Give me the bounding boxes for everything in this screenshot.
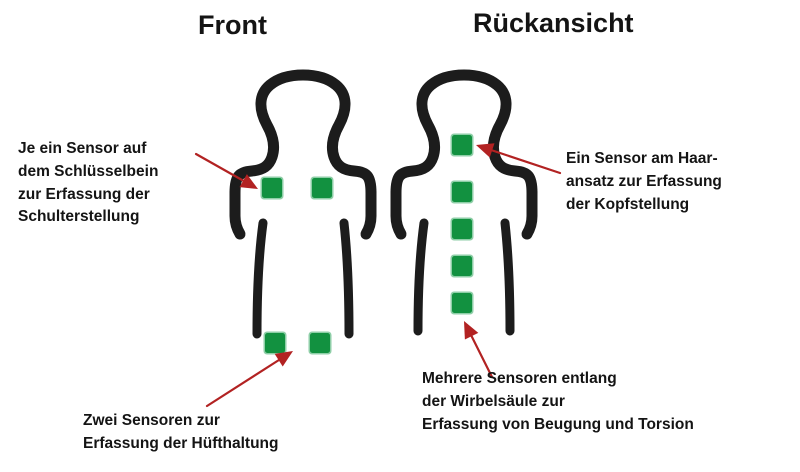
- front-view-title: Front: [198, 10, 267, 40]
- arrow-spine-shaft: [468, 331, 494, 379]
- arrow-spine: [464, 321, 494, 379]
- sensor-hairline: [452, 135, 472, 155]
- callout-head-sensor: Ein Sensor am Haar- ansatz zur Erfassung…: [566, 150, 722, 213]
- back-right-arm: [521, 187, 538, 240]
- sensor-spine-4: [452, 293, 472, 313]
- callout-spine-sensors: Mehrere Sensoren entlang der Wirbelsäule…: [422, 370, 694, 433]
- arrow-shoulder: [194, 152, 258, 189]
- arrow-head: [476, 143, 562, 175]
- arrow-head-head: [476, 143, 495, 158]
- front-figure: [229, 69, 377, 339]
- callout-hip-sensors: Zwei Sensoren zur Erfassung der Hüfthalt…: [83, 412, 279, 452]
- back-head-neck-shoulder-outline: [390, 69, 538, 199]
- arrow-shoulder-shaft: [194, 152, 248, 184]
- front-left-torso-leg: [252, 218, 268, 339]
- back-view-title: Rückansicht: [473, 8, 634, 38]
- arrow-spine-head: [464, 321, 479, 340]
- arrow-head-shaft: [487, 148, 562, 175]
- sensor-hip-right: [310, 333, 330, 353]
- back-right-torso-leg: [500, 218, 515, 336]
- sensor-layer: [260, 133, 474, 355]
- arrow-hip-head: [274, 351, 293, 367]
- back-left-arm: [390, 187, 407, 240]
- arrow-hip-shaft: [205, 356, 284, 408]
- sensor-spine-1: [452, 182, 472, 202]
- front-right-torso-leg: [339, 218, 354, 339]
- arrow-shoulder-head: [239, 174, 258, 189]
- back-left-torso-leg: [413, 218, 429, 336]
- annotation-arrow-layer: [194, 143, 562, 408]
- sensor-spine-3: [452, 256, 472, 276]
- sensor-clavicle-right: [312, 178, 332, 198]
- sensor-clavicle-left: [262, 178, 282, 198]
- arrow-hip: [205, 351, 293, 408]
- sensor-spine-2: [452, 219, 472, 239]
- front-right-arm: [360, 187, 377, 240]
- front-left-arm: [229, 187, 246, 240]
- front-head-neck-shoulder-outline: [229, 69, 377, 199]
- callout-shoulder-sensors: Je ein Sensor auf dem Schlüsselbein zur …: [18, 140, 159, 226]
- back-figure: [390, 69, 538, 336]
- sensor-hip-left: [265, 333, 285, 353]
